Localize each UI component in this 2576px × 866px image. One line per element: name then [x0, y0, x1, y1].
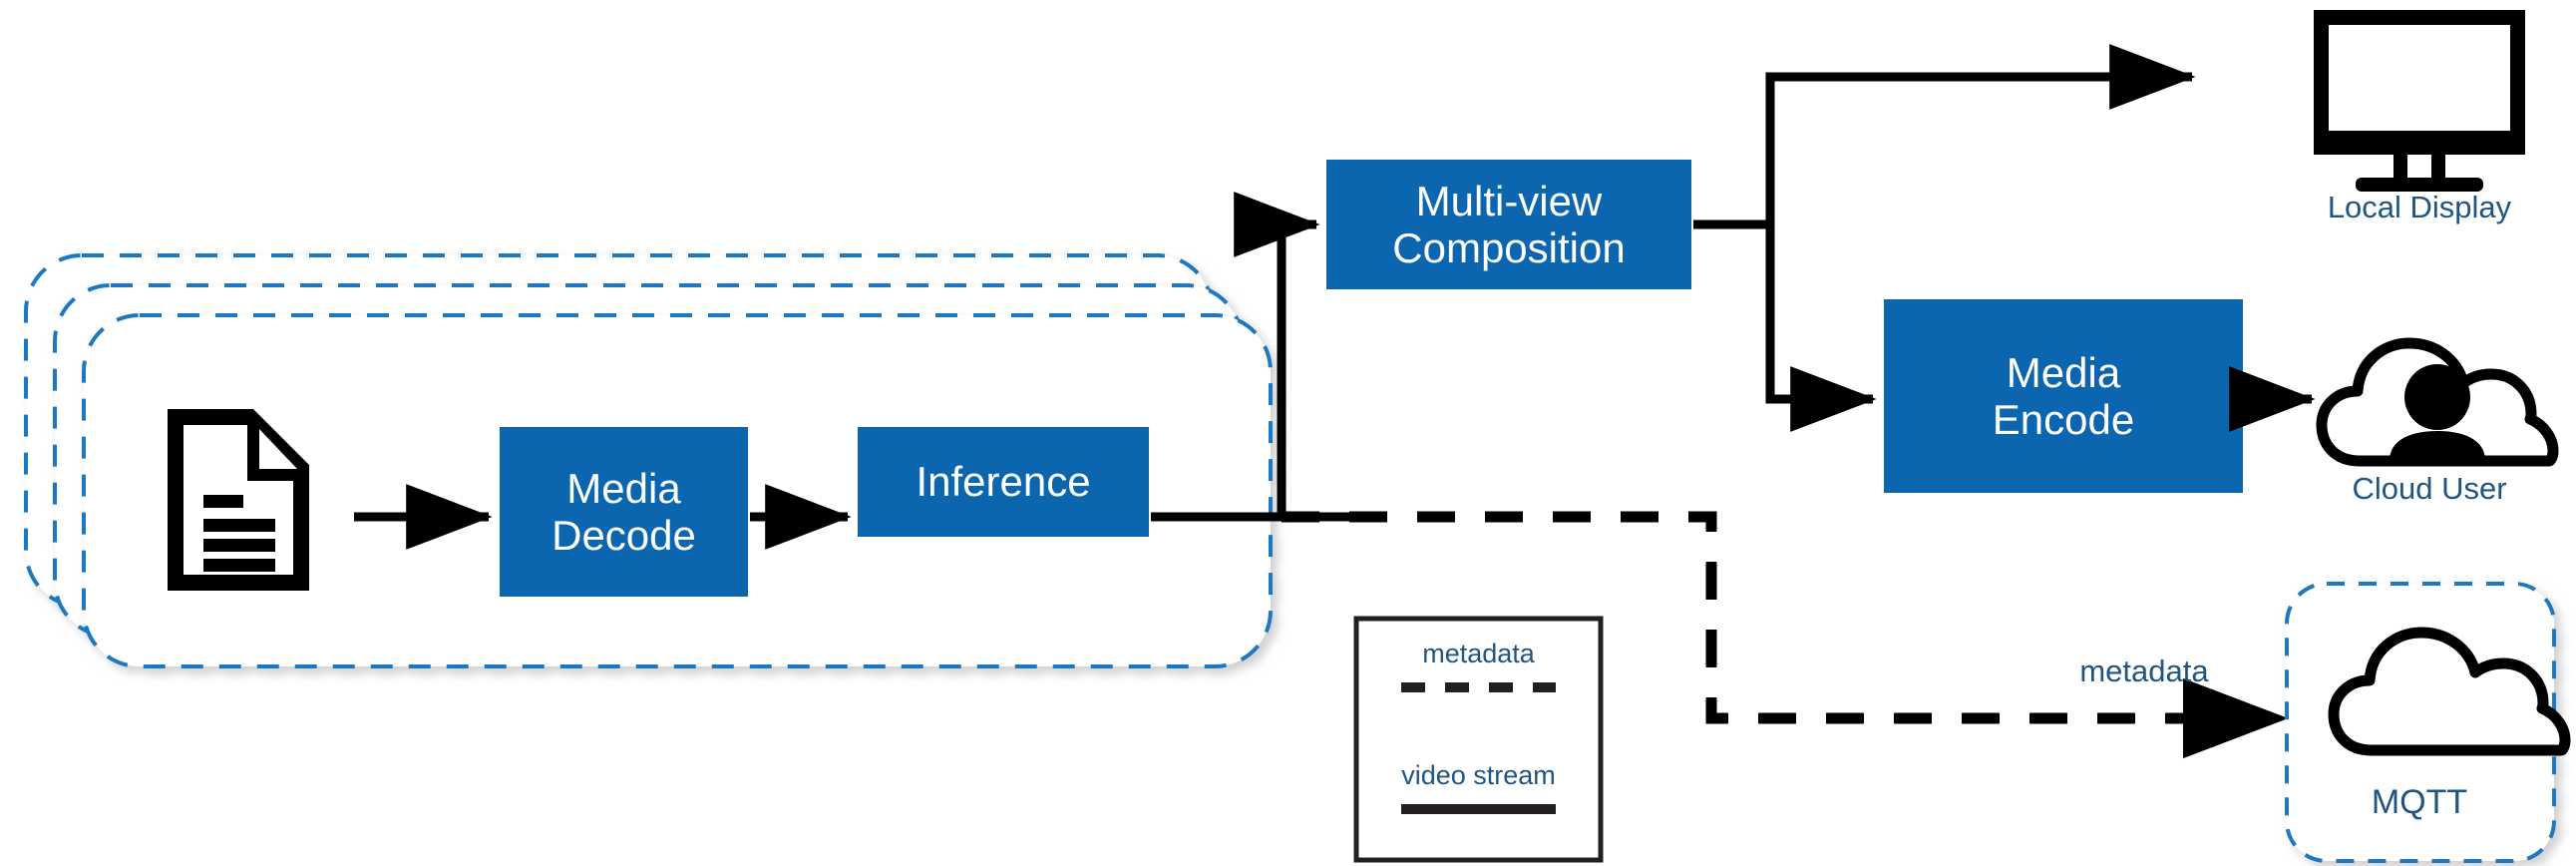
monitor-icon	[2314, 10, 2525, 192]
edge-composition-to-local-display	[1693, 44, 2196, 229]
caption-cloud-user: Cloud User	[2352, 471, 2507, 506]
document-icon	[168, 409, 309, 591]
line-style-legend	[1353, 616, 1604, 863]
caption-local-display: Local Display	[2327, 190, 2512, 224]
edge-label-metadata: metadata	[2079, 653, 2209, 688]
process-box-inference[interactable]	[858, 427, 1149, 537]
metadata-edges	[1282, 511, 2289, 759]
process-box-media-encode[interactable]	[1884, 299, 2243, 493]
cloud-user-icon	[2316, 337, 2559, 467]
process-box-multi-view-composition[interactable]	[1326, 160, 1691, 289]
legend-label-metadata: metadata	[1422, 639, 1535, 668]
legend-label-video-stream: video stream	[1401, 760, 1556, 790]
legend-border	[1353, 616, 1604, 863]
edge-inference-to-mqtt	[1282, 511, 2289, 759]
process-box-media-decode[interactable]	[500, 427, 748, 597]
edge-inference-to-composition	[1234, 192, 1320, 517]
edge-composition-to-media-encode	[1765, 224, 1877, 432]
cloud-icon	[2328, 627, 2571, 756]
caption-mqtt: MQTT	[2371, 783, 2468, 821]
